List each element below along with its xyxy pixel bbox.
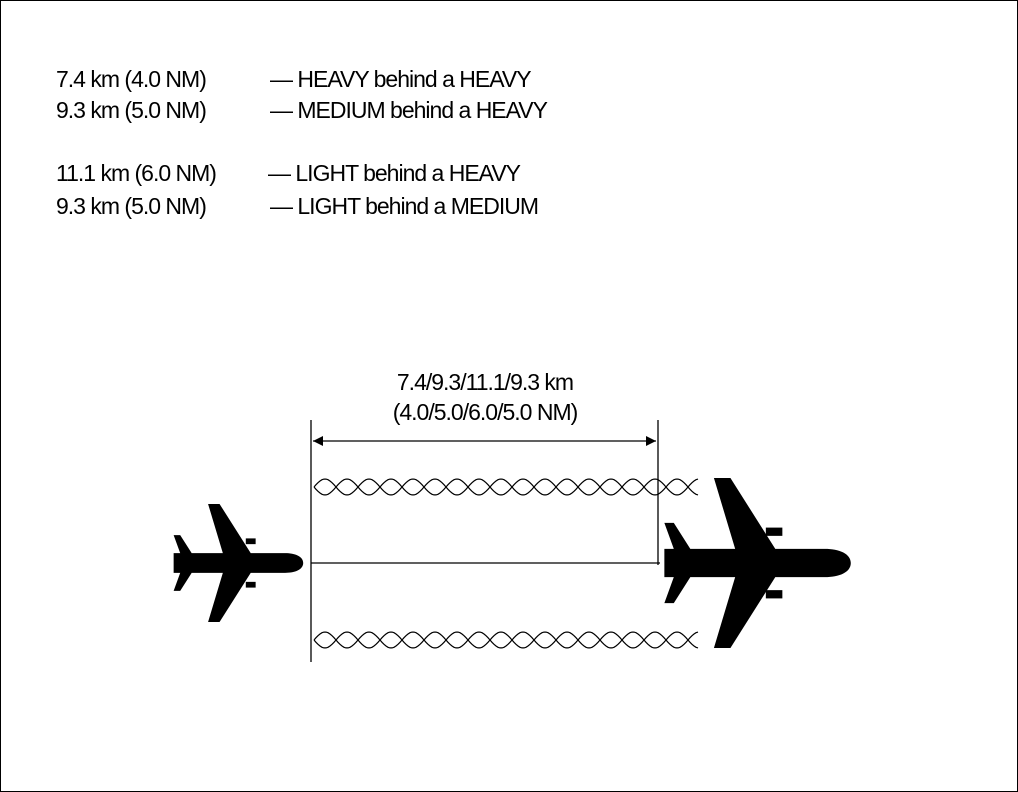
vortex-strand [313,478,699,496]
dimension-label-km: 7.4/9.3/11.1/9.3 km [396,369,574,395]
separation-distance: 9.3 km (5.0 NM) [56,97,207,123]
separation-distance: 7.4 km (4.0 NM) [56,66,207,92]
separation-distance: 11.1 km (6.0 NM) [56,160,217,186]
dimension-label-nm: (4.0/5.0/6.0/5.0 NM) [392,399,579,425]
vortex-strand [313,631,699,649]
vortex-strand [313,631,699,649]
separation-description: — LIGHT behind a HEAVY [268,160,521,186]
leading-aircraft-airplane-icon [664,478,851,648]
wake-vortex-icon [313,631,699,649]
separation-description: — LIGHT behind a MEDIUM [270,193,539,219]
following-aircraft-airplane-icon [173,503,304,623]
separation-distance: 9.3 km (5.0 NM) [56,193,207,219]
vortex-strand [313,478,699,496]
separation-row: 7.4 km (4.0 NM) — HEAVY behind a HEAVY [56,66,532,92]
separation-row: 9.3 km (5.0 NM) — LIGHT behind a MEDIUM [56,193,539,219]
separation-row: 9.3 km (5.0 NM) — MEDIUM behind a HEAVY [56,97,548,123]
separation-row: 11.1 km (6.0 NM) — LIGHT behind a HEAVY [56,160,521,186]
separation-description: — HEAVY behind a HEAVY [270,66,532,92]
wake-vortex-icon [313,478,699,496]
separation-description: — MEDIUM behind a HEAVY [270,97,548,123]
